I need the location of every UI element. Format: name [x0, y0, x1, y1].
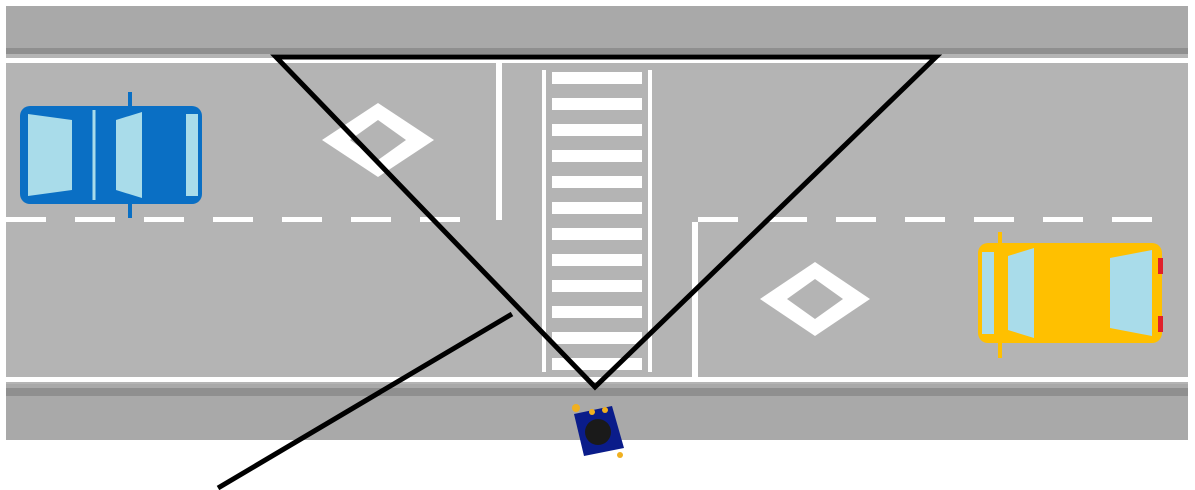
bottom-edge-line: [6, 377, 1188, 382]
bottom-curb: [6, 388, 1188, 396]
yellow-car-icon: [978, 232, 1163, 358]
right-stop-line: [692, 222, 698, 377]
top-sidewalk: [6, 6, 1188, 54]
left-stop-line: [496, 63, 502, 220]
top-curb: [6, 48, 1188, 54]
blue-car-icon: [20, 92, 202, 218]
